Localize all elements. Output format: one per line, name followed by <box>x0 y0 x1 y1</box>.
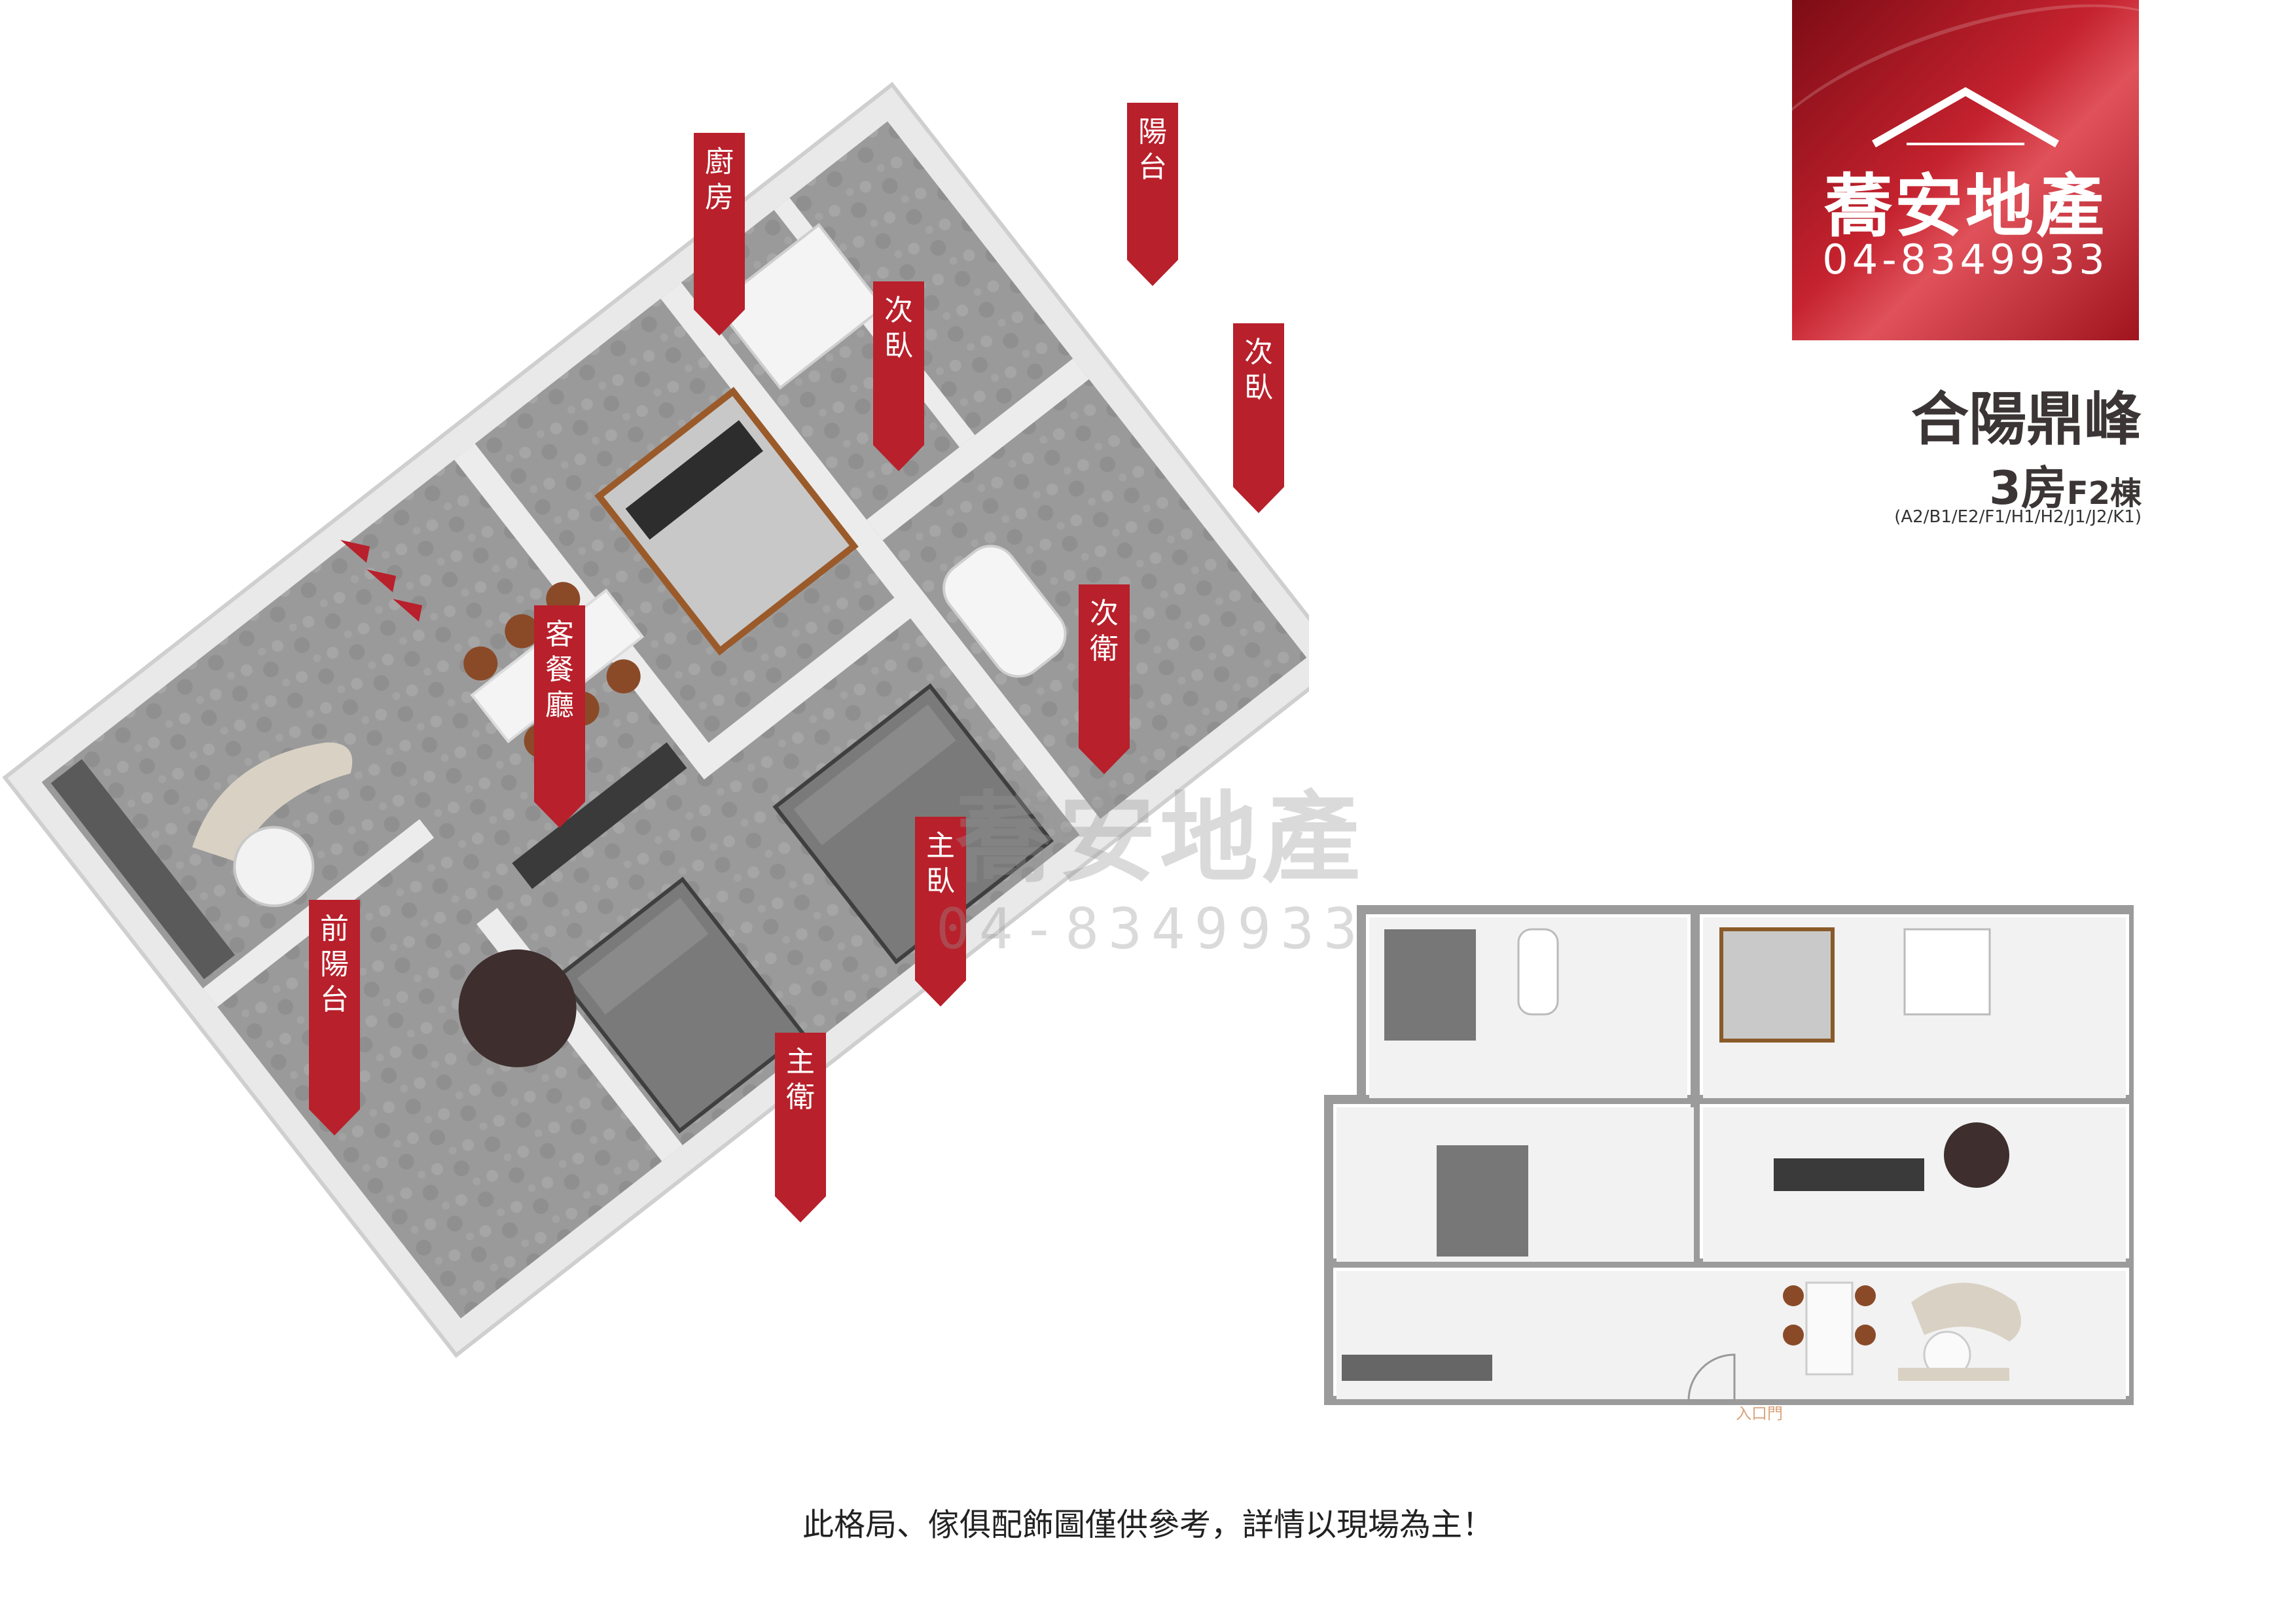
brand-phone: 04-8349933 <box>1822 236 2109 283</box>
brand-logo: 蕎安地產 04-8349933 <box>1792 0 2139 340</box>
unit-type: 3房F2棟 <box>1989 452 2142 518</box>
watermark-brand-name: 蕎安地產 <box>956 782 1365 896</box>
tag-balcony: 陽台 <box>1127 103 1178 286</box>
disclaimer-text: 此格局、傢俱配飾圖僅供參考，詳情以現場為主！ <box>802 1507 1494 1543</box>
unit-codes: (A2/B1/E2/F1/H1/H2/J1/J2/K1) <box>1894 507 2142 527</box>
project-title: 合陽鼎峰 <box>1910 385 2142 453</box>
tag-second-bathroom: 次衛 <box>1079 584 1130 774</box>
entry-door-label: 入口門 <box>1736 1404 1783 1423</box>
tag-front-balcony: 前陽台 <box>309 900 360 1135</box>
tag-second-bedroom-a-label: 次臥 <box>884 294 913 363</box>
tag-second-bathroom-label: 次衛 <box>1090 597 1119 666</box>
watermark-phone: 04-8349933 <box>936 897 1367 962</box>
floorplan-2d <box>1324 905 2134 1405</box>
tag-kitchen-label: 廚房 <box>705 145 734 214</box>
entry-arrows-icon <box>340 540 422 622</box>
tag-second-bedroom-a: 次臥 <box>873 281 924 471</box>
unit-building: F2棟 <box>2066 475 2142 512</box>
tag-front-balcony-label: 前陽台 <box>320 912 349 1016</box>
unit-rooms: 3房 <box>1989 461 2067 515</box>
tag-kitchen: 廚房 <box>694 133 745 336</box>
tag-master-bathroom-label: 主衛 <box>786 1045 815 1114</box>
tag-living-dining: 客餐廳 <box>534 605 585 828</box>
tag-balcony-label: 陽台 <box>1138 115 1167 184</box>
tag-second-bedroom-b: 次臥 <box>1233 323 1284 513</box>
house-roof-icon <box>1872 87 2059 148</box>
tag-master-bathroom: 主衛 <box>775 1033 826 1222</box>
brand-name: 蕎安地產 <box>1823 166 2107 246</box>
tag-master-bedroom-label: 主臥 <box>926 829 955 898</box>
tag-second-bedroom-b-label: 次臥 <box>1244 336 1273 404</box>
tag-master-bedroom: 主臥 <box>915 817 966 1007</box>
tag-living-dining-label: 客餐廳 <box>545 618 574 722</box>
